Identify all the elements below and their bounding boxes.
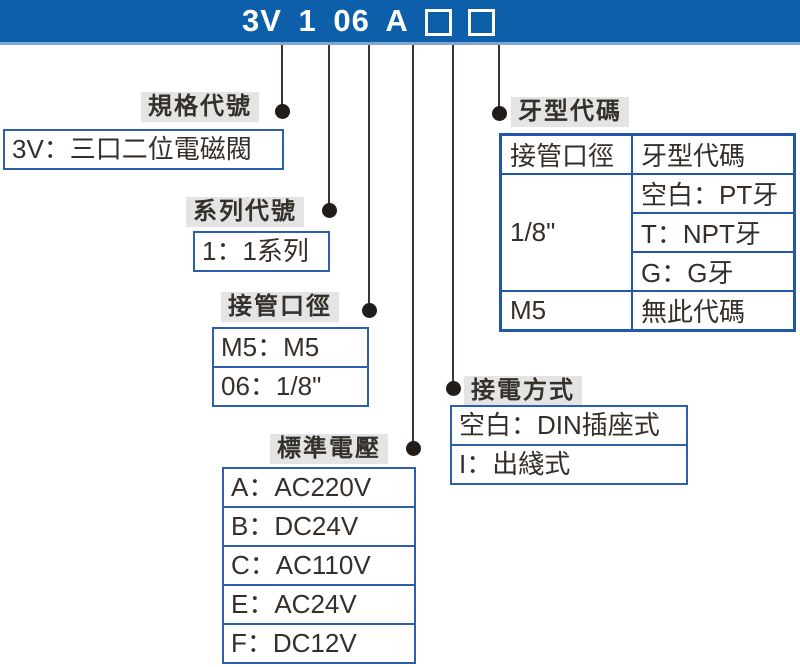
connector-line-series <box>328 45 330 210</box>
blank-square-1 <box>424 8 452 36</box>
thread-code-label: 牙型代碼 <box>511 97 629 127</box>
series-code-value: 1：1系列 <box>202 236 309 266</box>
wiring-box: 空白：DIN插座式 I：出綫式 <box>450 405 688 485</box>
series-code-label: 系列代號 <box>186 197 304 227</box>
voltage-option: E：AC24V <box>224 584 414 623</box>
blank-square-2 <box>467 8 495 36</box>
wiring-label: 接電方式 <box>464 376 582 406</box>
thread-port-cell: 1/8" <box>499 173 633 292</box>
voltage-label: 標準電壓 <box>270 434 388 464</box>
series-code-box: 1：1系列 <box>193 231 330 272</box>
voltage-option: C：AC110V <box>224 545 414 584</box>
spec-code-label: 規格代號 <box>141 92 259 122</box>
connector-dot-voltage <box>406 441 421 456</box>
connector-line-voltage <box>412 45 414 448</box>
connector-dot-port <box>362 303 377 318</box>
table-row: 1/8" 空白：PT牙 <box>499 173 796 292</box>
port-size-label: 接管口徑 <box>221 292 339 322</box>
connector-line-thread <box>498 45 500 113</box>
connector-line-spec <box>281 45 283 111</box>
voltage-box: A：AC220V B：DC24V C：AC110V E：AC24V F：DC12… <box>222 467 416 664</box>
thread-table-header-row: 接管口徑 牙型代碼 <box>499 133 796 175</box>
voltage-option: F：DC12V <box>224 623 414 662</box>
thread-code-table: 接管口徑 牙型代碼 1/8" 空白：PT牙 T：NPT牙 G：G牙 M5 無此代… <box>499 133 796 332</box>
wiring-option: I：出綫式 <box>452 444 686 483</box>
spec-code-box: 3V：三口二位電磁閥 <box>3 129 284 170</box>
port-size-box: M5：M5 06：1/8" <box>212 327 369 407</box>
model-code-bar: 3V 1 06 A <box>0 0 800 45</box>
port-size-option: M5：M5 <box>221 332 320 362</box>
connector-dot-series <box>322 203 337 218</box>
thread-code-cell: 空白：PT牙 <box>631 173 796 214</box>
voltage-option: B：DC24V <box>224 506 414 545</box>
port-size-option: 06：1/8" <box>214 366 367 405</box>
connector-dot-thread <box>492 106 507 121</box>
model-code-content: 3V 1 06 A <box>242 0 495 42</box>
table-row: T：NPT牙 <box>501 212 796 253</box>
thread-table-header-code: 牙型代碼 <box>631 133 796 175</box>
spec-code-value: 3V：三口二位電磁閥 <box>12 134 252 164</box>
thread-code-cell: T：NPT牙 <box>631 212 796 253</box>
voltage-option: A：AC220V <box>231 472 372 502</box>
connector-line-wiring <box>452 45 454 388</box>
thread-code-cell: 無此代碼 <box>631 290 796 332</box>
thread-port-cell: M5 <box>499 290 633 332</box>
model-code-text: 3V 1 06 A <box>242 3 409 38</box>
thread-table-header-port: 接管口徑 <box>499 133 633 175</box>
table-row: M5 無此代碼 <box>499 290 796 332</box>
connector-line-port <box>368 45 370 310</box>
connector-dot-spec <box>275 104 290 119</box>
table-row: G：G牙 <box>501 251 796 292</box>
thread-code-cell: G：G牙 <box>631 251 796 292</box>
connector-dot-wiring <box>446 381 461 396</box>
wiring-option: 空白：DIN插座式 <box>459 410 660 440</box>
